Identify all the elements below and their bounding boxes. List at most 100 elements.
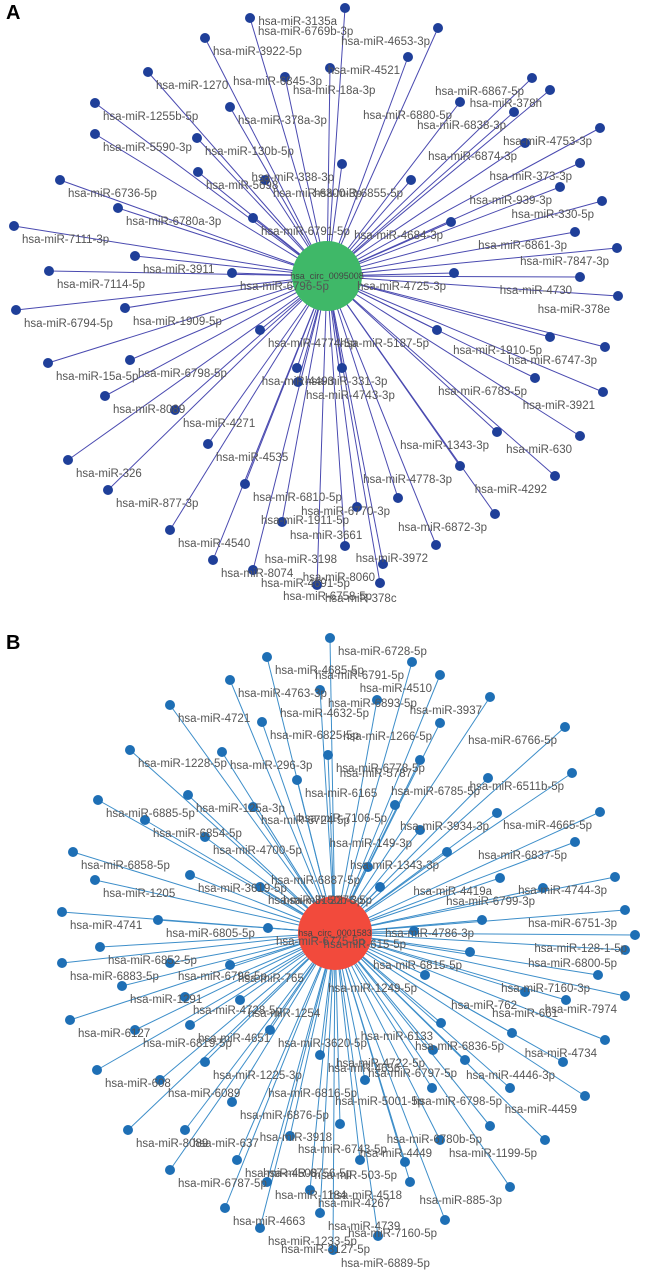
mirna-node[interactable] <box>538 883 548 893</box>
mirna-node[interactable] <box>255 882 265 892</box>
mirna-node[interactable] <box>570 837 580 847</box>
mirna-node[interactable] <box>355 1155 365 1165</box>
mirna-node[interactable] <box>265 1025 275 1035</box>
mirna-node[interactable] <box>225 675 235 685</box>
mirna-node[interactable] <box>292 363 302 373</box>
mirna-node[interactable] <box>375 882 385 892</box>
mirna-node[interactable] <box>455 97 465 107</box>
mirna-node[interactable] <box>600 1035 610 1045</box>
mirna-node[interactable] <box>125 745 135 755</box>
mirna-node[interactable] <box>630 930 640 940</box>
mirna-node[interactable] <box>373 1231 383 1241</box>
mirna-node[interactable] <box>597 196 607 206</box>
mirna-node[interactable] <box>248 213 258 223</box>
mirna-node[interactable] <box>315 1208 325 1218</box>
mirna-node[interactable] <box>340 3 350 13</box>
mirna-node[interactable] <box>315 685 325 695</box>
mirna-node[interactable] <box>245 13 255 23</box>
mirna-node[interactable] <box>490 509 500 519</box>
mirna-node[interactable] <box>130 1025 140 1035</box>
mirna-node[interactable] <box>225 102 235 112</box>
mirna-node[interactable] <box>44 266 54 276</box>
mirna-node[interactable] <box>505 1083 515 1093</box>
mirna-node[interactable] <box>570 227 580 237</box>
mirna-node[interactable] <box>248 802 258 812</box>
mirna-node[interactable] <box>113 203 123 213</box>
mirna-node[interactable] <box>92 1065 102 1075</box>
mirna-node[interactable] <box>257 717 267 727</box>
mirna-node[interactable] <box>185 870 195 880</box>
mirna-node[interactable] <box>545 332 555 342</box>
mirna-node[interactable] <box>183 790 193 800</box>
mirna-node[interactable] <box>240 479 250 489</box>
mirna-node[interactable] <box>90 875 100 885</box>
mirna-node[interactable] <box>125 355 135 365</box>
mirna-node[interactable] <box>227 1097 237 1107</box>
mirna-node[interactable] <box>406 175 416 185</box>
mirna-node[interactable] <box>446 217 456 227</box>
mirna-node[interactable] <box>560 722 570 732</box>
mirna-node[interactable] <box>509 107 519 117</box>
mirna-node[interactable] <box>435 1135 445 1145</box>
mirna-node[interactable] <box>140 815 150 825</box>
mirna-node[interactable] <box>390 800 400 810</box>
mirna-node[interactable] <box>340 541 350 551</box>
mirna-node[interactable] <box>328 1245 338 1255</box>
mirna-node[interactable] <box>483 773 493 783</box>
mirna-node[interactable] <box>315 1050 325 1060</box>
mirna-node[interactable] <box>567 768 577 778</box>
mirna-node[interactable] <box>337 159 347 169</box>
mirna-node[interactable] <box>485 692 495 702</box>
circrna-center-node[interactable] <box>298 896 372 970</box>
mirna-node[interactable] <box>293 377 303 387</box>
mirna-node[interactable] <box>613 291 623 301</box>
mirna-node[interactable] <box>595 807 605 817</box>
mirna-node[interactable] <box>248 565 258 575</box>
mirna-node[interactable] <box>200 33 210 43</box>
mirna-node[interactable] <box>260 175 270 185</box>
mirna-node[interactable] <box>232 1155 242 1165</box>
mirna-node[interactable] <box>225 960 235 970</box>
mirna-node[interactable] <box>11 305 21 315</box>
mirna-node[interactable] <box>200 1057 210 1067</box>
mirna-node[interactable] <box>455 461 465 471</box>
mirna-node[interactable] <box>610 872 620 882</box>
mirna-node[interactable] <box>435 718 445 728</box>
mirna-node[interactable] <box>153 915 163 925</box>
mirna-node[interactable] <box>165 525 175 535</box>
mirna-node[interactable] <box>255 1223 265 1233</box>
mirna-node[interactable] <box>485 1121 495 1131</box>
mirna-node[interactable] <box>120 303 130 313</box>
mirna-node[interactable] <box>375 578 385 588</box>
mirna-node[interactable] <box>555 182 565 192</box>
mirna-node[interactable] <box>442 847 452 857</box>
mirna-node[interactable] <box>220 1203 230 1213</box>
mirna-node[interactable] <box>595 123 605 133</box>
mirna-node[interactable] <box>492 808 502 818</box>
mirna-node[interactable] <box>262 652 272 662</box>
mirna-node[interactable] <box>93 795 103 805</box>
mirna-node[interactable] <box>235 995 245 1005</box>
mirna-node[interactable] <box>505 1182 515 1192</box>
mirna-node[interactable] <box>598 387 608 397</box>
mirna-node[interactable] <box>305 1185 315 1195</box>
mirna-node[interactable] <box>465 947 475 957</box>
mirna-node[interactable] <box>277 517 287 527</box>
mirna-node[interactable] <box>540 1135 550 1145</box>
mirna-node[interactable] <box>203 439 213 449</box>
mirna-node[interactable] <box>192 133 202 143</box>
mirna-node[interactable] <box>180 1125 190 1135</box>
mirna-node[interactable] <box>227 268 237 278</box>
mirna-node[interactable] <box>449 268 459 278</box>
mirna-node[interactable] <box>90 98 100 108</box>
mirna-node[interactable] <box>407 657 417 667</box>
mirna-node[interactable] <box>580 1091 590 1101</box>
mirna-node[interactable] <box>561 995 571 1005</box>
mirna-node[interactable] <box>217 747 227 757</box>
mirna-node[interactable] <box>393 493 403 503</box>
mirna-node[interactable] <box>405 1177 415 1187</box>
mirna-node[interactable] <box>335 1119 345 1129</box>
mirna-node[interactable] <box>9 221 19 231</box>
mirna-node[interactable] <box>363 862 373 872</box>
mirna-node[interactable] <box>165 700 175 710</box>
